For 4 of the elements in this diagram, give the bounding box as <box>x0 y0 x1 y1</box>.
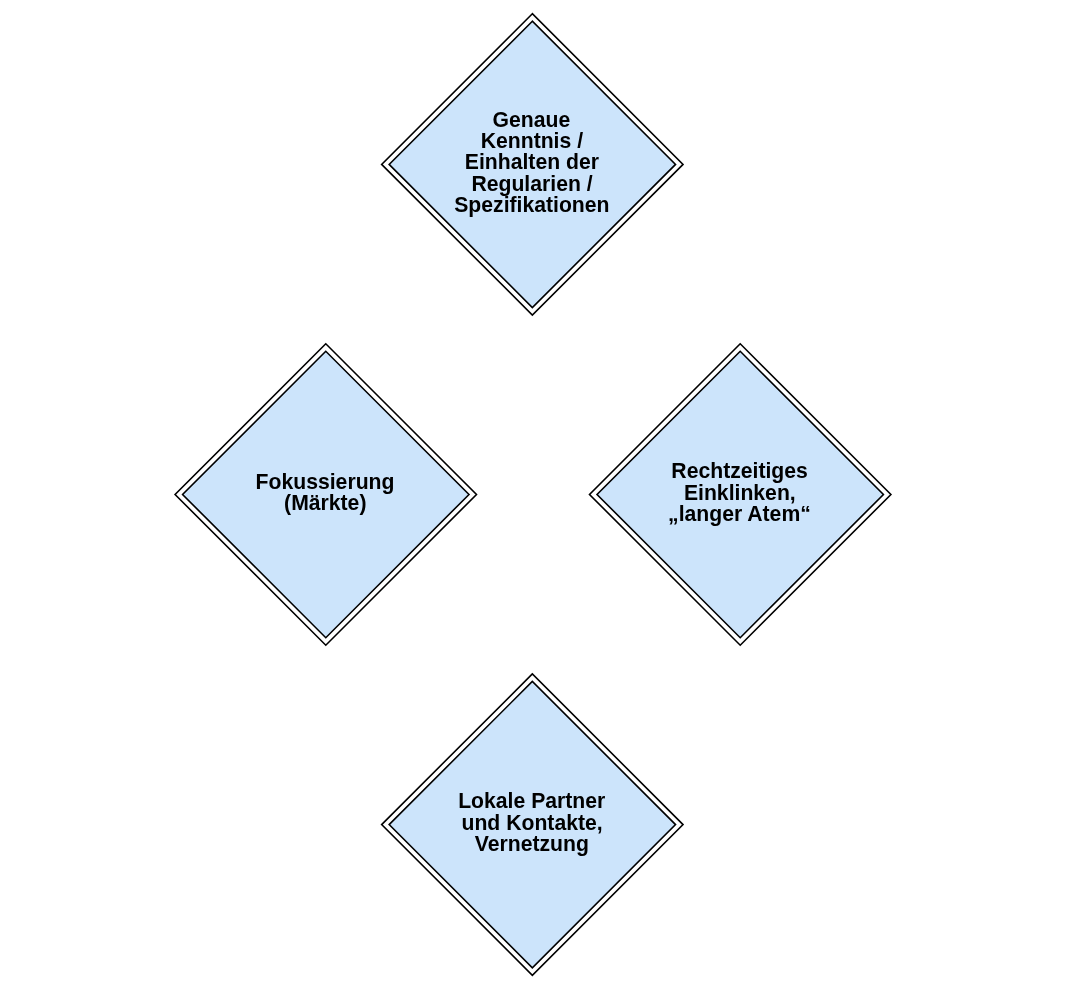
node-diamond: Fokussierung (Märkte) <box>173 342 478 647</box>
node-diamond: Lokale Partner und Kontakte, Vernetzung <box>380 672 685 977</box>
node-diamond: Genaue Kenntnis / Einhalten der Regularien / Spezifikationen <box>380 12 685 317</box>
node-diamond: Rechtzeitiges Einklinken, „langer Atem“ <box>588 342 893 647</box>
